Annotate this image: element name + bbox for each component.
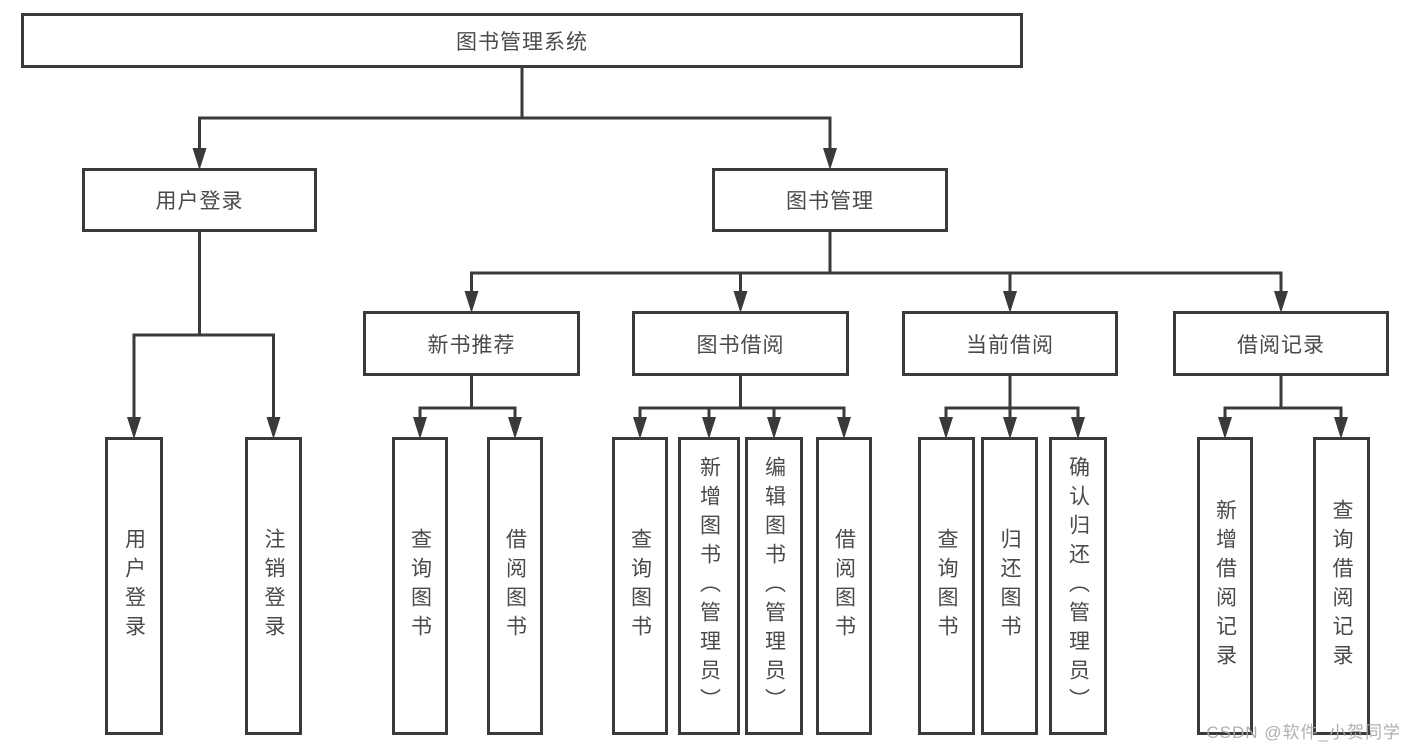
- node-label: 注销登录: [262, 528, 285, 644]
- node-label: 借阅图书: [832, 528, 856, 644]
- leaf-query-books-recommend: 查询图书: [392, 437, 448, 735]
- node-label: 图书管理系统: [456, 30, 588, 54]
- node-label: 归还图书: [998, 528, 1021, 644]
- node-label: 确认归还（管理员）: [1066, 455, 1090, 717]
- node-label: 当前借阅: [966, 333, 1054, 357]
- node-label: 新增借阅记录: [1213, 499, 1237, 673]
- node-book-management: 图书管理: [712, 168, 948, 232]
- csdn-watermark: CSDN @软件_小贺同学: [1206, 723, 1401, 742]
- node-label: 图书管理: [786, 190, 874, 213]
- node-root-system: 图书管理系统: [21, 13, 1023, 68]
- leaf-add-borrow-record: 新增借阅记录: [1197, 437, 1253, 735]
- node-label: 用户登录: [122, 528, 146, 644]
- leaf-confirm-return-admin: 确认归还（管理员）: [1049, 437, 1107, 735]
- leaf-query-borrow-record: 查询借阅记录: [1313, 437, 1370, 735]
- arrowhead-icons: [127, 148, 1348, 439]
- node-label: 查询图书: [935, 528, 958, 644]
- node-label: 编辑图书（管理员）: [762, 455, 786, 717]
- leaf-borrow-books-recommend: 借阅图书: [487, 437, 543, 735]
- leaf-borrow-books-borrowing: 借阅图书: [816, 437, 872, 735]
- leaf-return-books: 归还图书: [981, 437, 1038, 735]
- leaf-edit-books-admin: 编辑图书（管理员）: [745, 437, 803, 735]
- leaf-add-books-admin: 新增图书（管理员）: [678, 437, 740, 735]
- leaf-logout: 注销登录: [245, 437, 302, 735]
- node-label: 查询借阅记录: [1330, 499, 1353, 673]
- node-current-borrowing: 当前借阅: [902, 311, 1118, 376]
- leaf-query-books-borrowing: 查询图书: [612, 437, 668, 735]
- node-user-login: 用户登录: [82, 168, 317, 232]
- node-book-borrowing: 图书借阅: [632, 311, 849, 376]
- node-label: 图书借阅: [696, 333, 785, 357]
- node-new-book-recommend: 新书推荐: [363, 311, 580, 376]
- leaf-user-login: 用户登录: [105, 437, 163, 735]
- node-label: 用户登录: [155, 190, 244, 213]
- node-label: 借阅图书: [503, 528, 527, 644]
- node-label: 新书推荐: [427, 333, 516, 357]
- node-label: 借阅记录: [1237, 333, 1325, 357]
- leaf-query-books-current: 查询图书: [918, 437, 975, 735]
- node-label: 查询图书: [408, 528, 432, 644]
- node-label: 查询图书: [628, 528, 652, 644]
- node-borrowing-records: 借阅记录: [1173, 311, 1389, 376]
- node-label: 新增图书（管理员）: [697, 455, 721, 717]
